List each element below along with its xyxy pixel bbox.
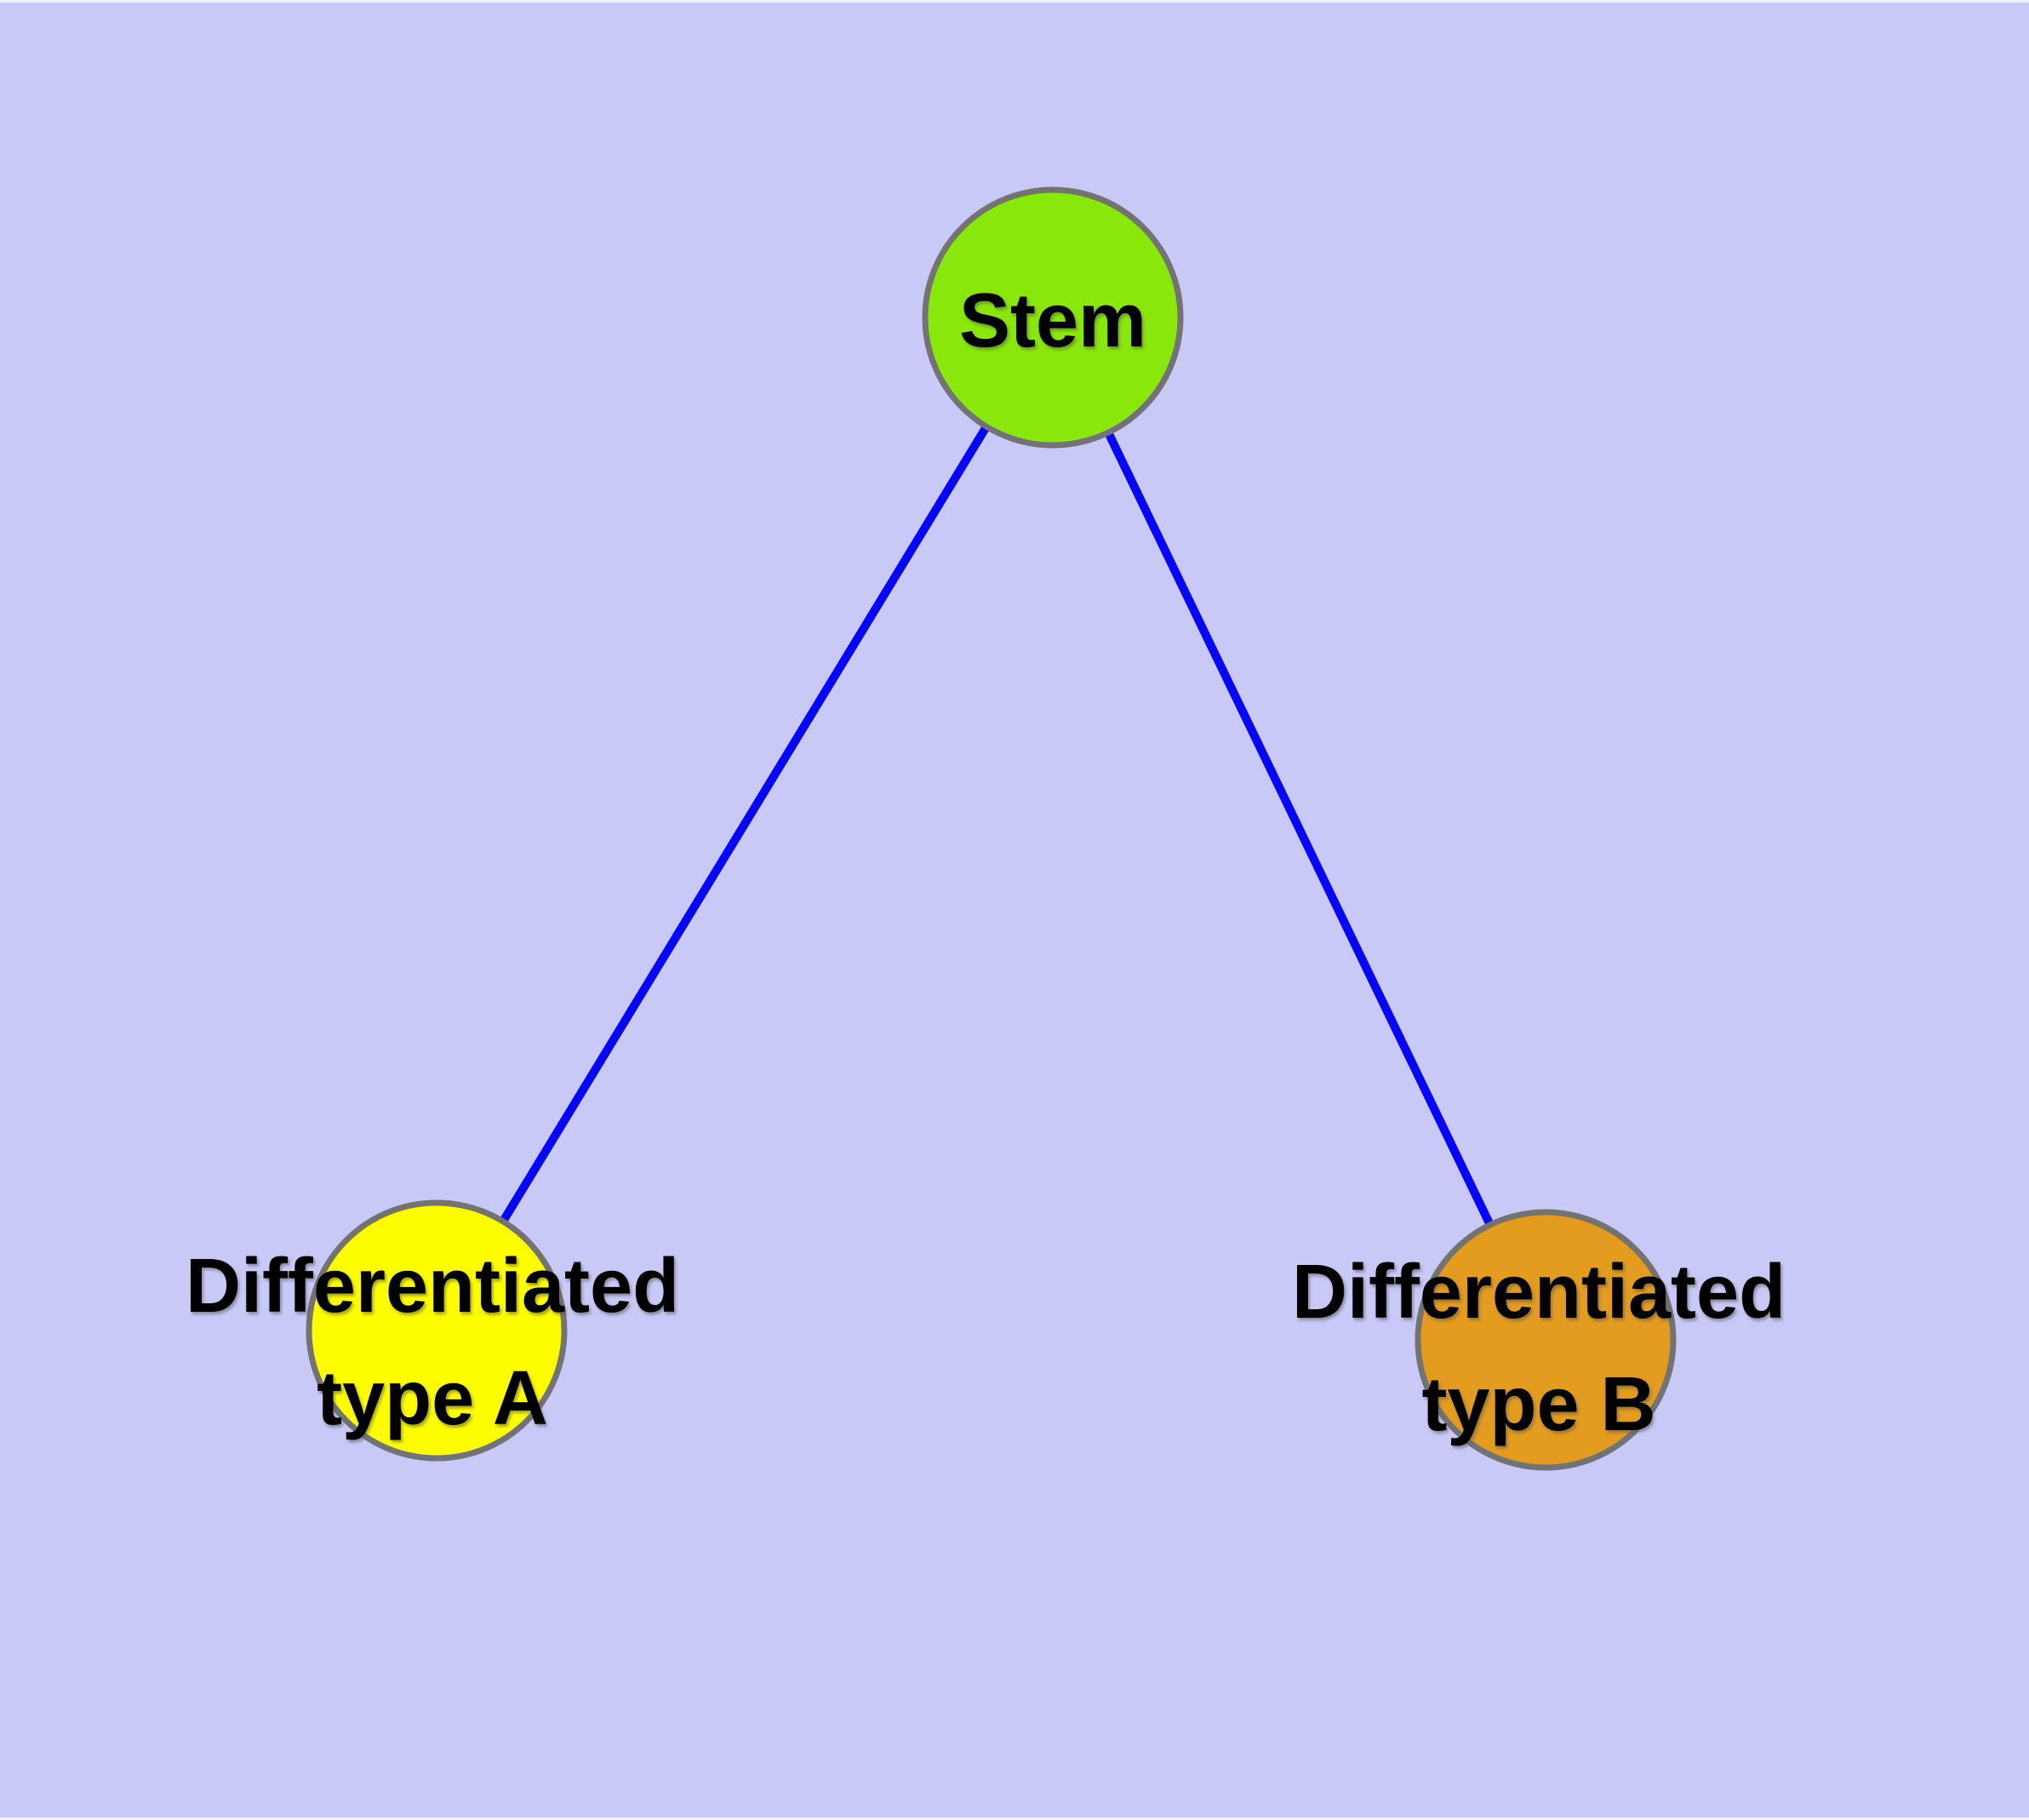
type-b-label-line-2: type B <box>1421 1362 1656 1447</box>
edge-stem-to-type-a <box>432 315 1057 1333</box>
type-a-label-line-1: Differentiated <box>185 1244 680 1329</box>
edge-stem-to-type-b <box>1049 315 1550 1342</box>
stem-node-label-text: Stem <box>958 278 1147 363</box>
type-b-node-circle <box>1415 1209 1677 1471</box>
stem-node-label: Stem <box>959 265 1146 377</box>
type-b-node-label: Differentiated type B <box>1292 1236 1786 1461</box>
stem-node-circle <box>922 186 1184 449</box>
type-a-node-circle <box>306 1199 568 1462</box>
type-a-node-label: Differentiated type A <box>186 1230 679 1455</box>
type-a-label-line-2: type A <box>317 1356 548 1441</box>
type-b-label-line-1: Differentiated <box>1291 1250 1786 1335</box>
